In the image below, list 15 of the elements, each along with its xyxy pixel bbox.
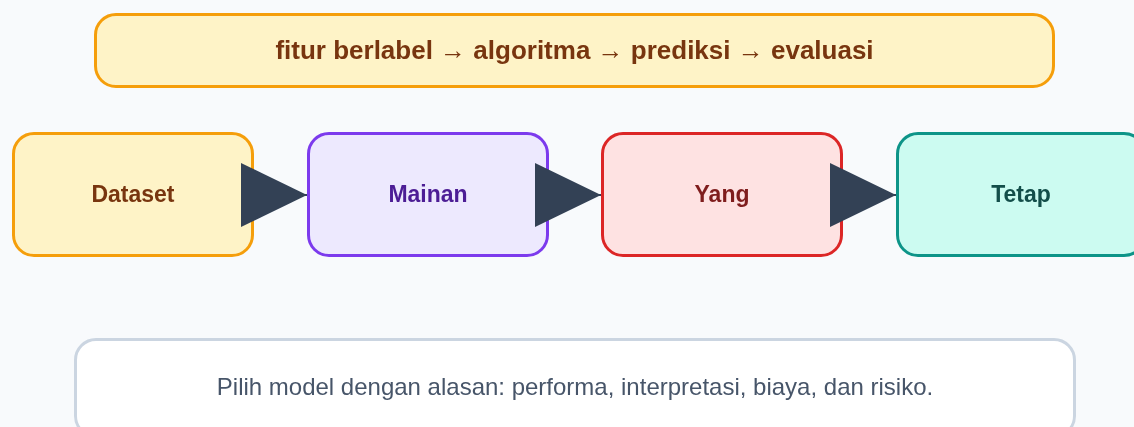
title-text: fitur berlabel → algoritma → prediksi → evaluasi bbox=[275, 35, 874, 66]
note-text: Pilih model dengan alasan: performa, interpretasi, biaya, dan risiko. bbox=[216, 373, 934, 401]
arrow bbox=[241, 163, 308, 227]
node-label: Dataset bbox=[91, 181, 175, 208]
node-label: Tetap bbox=[991, 181, 1051, 208]
process-box bbox=[12, 132, 254, 257]
title-banner bbox=[94, 13, 1055, 88]
node-label: Yang bbox=[694, 181, 750, 208]
arrow bbox=[830, 163, 897, 227]
node-label: Mainan bbox=[388, 181, 468, 208]
note-box bbox=[74, 338, 1076, 427]
process-box bbox=[601, 132, 843, 257]
process-box bbox=[896, 132, 1134, 257]
process-box bbox=[307, 132, 549, 257]
arrow bbox=[535, 163, 602, 227]
